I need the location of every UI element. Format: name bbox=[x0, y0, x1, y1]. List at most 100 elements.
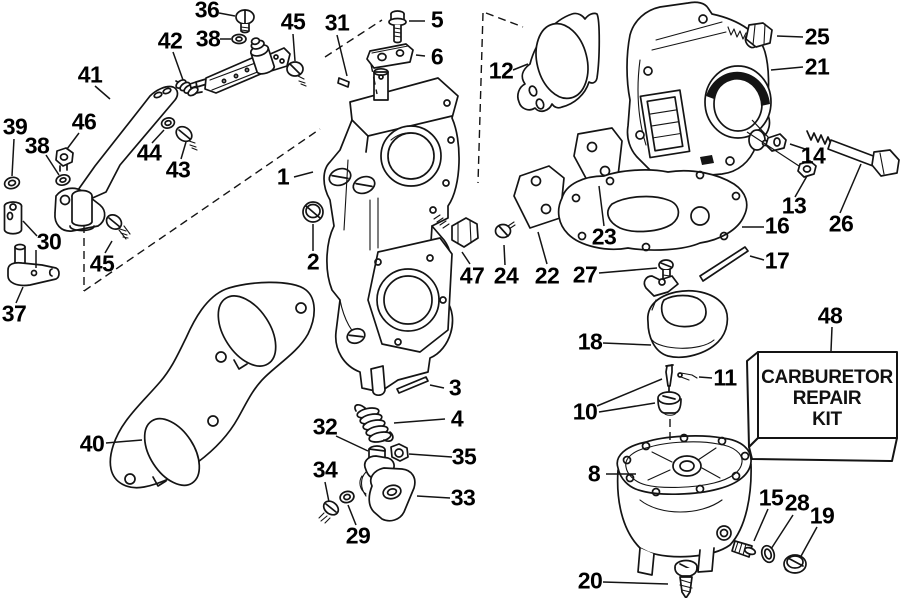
part-bracket-37 bbox=[7, 243, 60, 287]
part-label-37: 37 bbox=[1, 300, 27, 327]
leader-line-26 bbox=[839, 163, 862, 214]
leader-line-12 bbox=[512, 63, 529, 71]
part-oring-28 bbox=[760, 544, 776, 564]
part-label-47: 47 bbox=[459, 262, 485, 289]
part-nut-46 bbox=[55, 147, 74, 172]
part-nut-13 bbox=[797, 160, 817, 178]
kit-box-bottom bbox=[748, 437, 898, 462]
part-screw-24 bbox=[494, 221, 516, 239]
leader-line-21 bbox=[770, 66, 804, 71]
part-float-bowl-8 bbox=[616, 433, 752, 576]
part-nut-35 bbox=[390, 443, 409, 462]
part-screw-2 bbox=[302, 201, 324, 223]
part-label-43: 43 bbox=[165, 156, 191, 183]
part-label-41: 41 bbox=[77, 61, 103, 88]
part-label-20: 20 bbox=[577, 567, 603, 594]
leader-line-24 bbox=[503, 244, 506, 266]
part-label-2: 2 bbox=[306, 248, 320, 275]
part-bolt-5 bbox=[388, 10, 407, 44]
part-label-48: 48 bbox=[817, 302, 843, 329]
part-cover-21 bbox=[626, 1, 772, 179]
leader-line-46 bbox=[66, 132, 80, 150]
leader-line-42 bbox=[172, 51, 184, 81]
part-label-30: 30 bbox=[36, 228, 62, 255]
part-label-8: 8 bbox=[587, 460, 601, 487]
part-label-16: 16 bbox=[764, 212, 790, 239]
leader-line-3 bbox=[429, 384, 445, 389]
part-label-44: 44 bbox=[136, 139, 162, 166]
leader-line-41 bbox=[94, 85, 111, 100]
leader-line-30 bbox=[22, 220, 38, 237]
part-label-15: 15 bbox=[758, 484, 784, 511]
leader-line-4 bbox=[393, 418, 446, 424]
dashed-line-4 bbox=[477, 12, 484, 184]
leader-line-6 bbox=[415, 54, 426, 57]
part-label-31: 31 bbox=[324, 9, 350, 36]
part-screw-43 bbox=[175, 125, 198, 151]
part-label-39: 39 bbox=[2, 113, 28, 140]
part-label-36: 36 bbox=[194, 0, 220, 23]
part-label-4: 4 bbox=[450, 405, 464, 432]
part-throttle-lever bbox=[54, 85, 179, 232]
leader-line-23 bbox=[598, 185, 605, 227]
part-cable-clamp-33 bbox=[359, 455, 416, 522]
dashed-alignment-lines bbox=[83, 12, 671, 443]
part-label-45: 45 bbox=[280, 8, 306, 35]
part-label-46: 46 bbox=[71, 108, 97, 135]
leader-line-38 bbox=[45, 154, 60, 176]
kit-box-text-line-3: KIT bbox=[812, 409, 842, 430]
assembly-line-1 bbox=[746, 131, 800, 167]
part-label-35: 35 bbox=[451, 443, 477, 470]
leader-line-44 bbox=[151, 129, 165, 144]
part-washer-29 bbox=[339, 490, 355, 504]
leader-line-33 bbox=[416, 495, 451, 499]
part-screw-36 bbox=[235, 9, 255, 34]
kit-box-left-side bbox=[746, 351, 759, 448]
part-pin-17 bbox=[699, 246, 749, 282]
part-leaf-plate-22 bbox=[513, 165, 565, 229]
part-washer-44 bbox=[160, 117, 176, 129]
leader-line-25 bbox=[776, 35, 804, 38]
part-label-32: 32 bbox=[312, 413, 338, 440]
part-gasket-16 bbox=[557, 169, 748, 252]
leader-line-45 bbox=[292, 33, 296, 62]
part-label-45: 45 bbox=[89, 250, 115, 277]
part-gasket-12 bbox=[516, 12, 601, 113]
parts-artwork bbox=[3, 1, 900, 598]
part-label-12: 12 bbox=[488, 57, 514, 84]
part-label-25: 25 bbox=[804, 23, 830, 50]
part-washer-38-left bbox=[55, 173, 71, 187]
part-label-6: 6 bbox=[430, 43, 444, 70]
part-washer-39 bbox=[3, 176, 21, 190]
leader-line-14 bbox=[789, 143, 806, 150]
part-screw-20 bbox=[674, 559, 698, 598]
part-screw-45-left bbox=[105, 214, 131, 240]
part-clip-11 bbox=[677, 372, 698, 381]
part-float-18 bbox=[643, 275, 729, 359]
leader-line-40 bbox=[105, 439, 143, 444]
leader-line-22 bbox=[537, 231, 548, 265]
leader-line-29 bbox=[347, 504, 357, 526]
part-label-14: 14 bbox=[800, 142, 826, 169]
kit-box-front bbox=[757, 351, 898, 439]
part-label-33: 33 bbox=[450, 484, 476, 511]
part-label-13: 13 bbox=[781, 192, 807, 219]
part-label-23: 23 bbox=[591, 223, 617, 250]
part-label-40: 40 bbox=[79, 430, 105, 457]
part-carburetor-body bbox=[323, 67, 460, 396]
part-label-34: 34 bbox=[312, 456, 338, 483]
leader-line-1 bbox=[293, 171, 314, 178]
kit-box-text-line-1: CARBURETOR bbox=[761, 367, 893, 388]
part-needle-valve-body bbox=[189, 37, 291, 94]
part-label-27: 27 bbox=[572, 261, 598, 288]
leader-line-34 bbox=[324, 481, 330, 503]
part-fitting-14 bbox=[761, 133, 787, 152]
leader-line-10 bbox=[596, 378, 663, 407]
part-label-24: 24 bbox=[493, 262, 519, 289]
assembly-lines bbox=[746, 119, 800, 167]
part-plug-15 bbox=[731, 540, 757, 558]
leader-line-31 bbox=[336, 34, 348, 77]
part-label-18: 18 bbox=[577, 328, 603, 355]
part-bolt-25 bbox=[727, 22, 773, 49]
